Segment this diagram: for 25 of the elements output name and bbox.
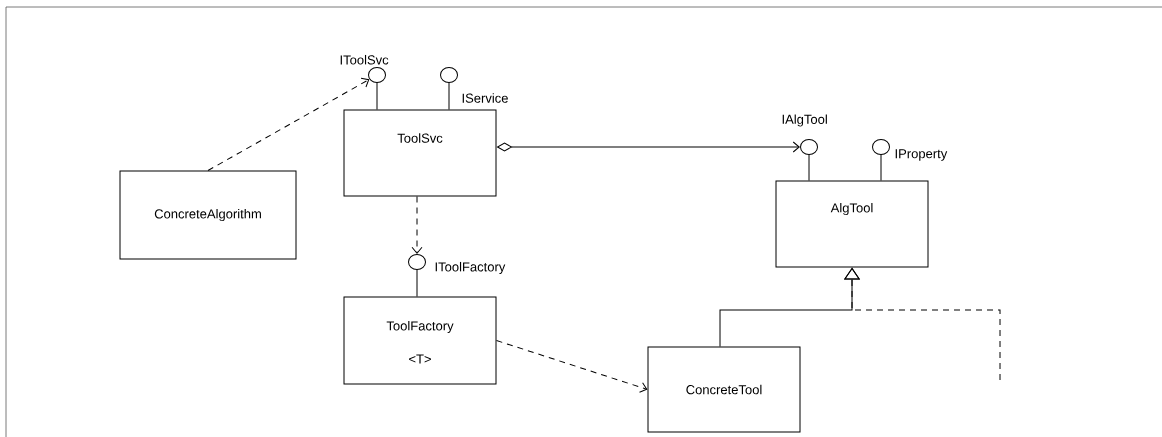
interface-lollipop <box>872 139 890 155</box>
dependency-arrow <box>496 340 648 393</box>
generalization-arrow <box>844 267 1001 381</box>
interface-label: IToolSvc <box>340 54 389 65</box>
interface-lollipop <box>408 254 426 270</box>
dependency-arrow <box>411 196 423 254</box>
interface-label: IToolFactory <box>435 261 506 275</box>
class-box: AlgTool <box>775 180 929 268</box>
interface-label: IAlgTool <box>782 114 827 127</box>
class-box: ConcreteTool <box>647 346 801 433</box>
interface-lollipop <box>440 67 458 83</box>
interface-label: IService <box>462 93 508 103</box>
interface-label: IProperty <box>895 149 948 161</box>
interface-stick <box>880 154 882 181</box>
aggregation-arrow <box>497 141 800 153</box>
interface-stick <box>448 82 450 110</box>
interface-lollipop <box>368 67 386 83</box>
dependency-arrow <box>207 77 370 171</box>
interface-lollipop <box>800 139 818 155</box>
class-box: ConcreteAlgorithm <box>119 170 297 260</box>
interface-stick <box>808 154 810 181</box>
class-box: ToolFactory <T> <box>343 296 497 385</box>
interface-stick <box>416 269 418 297</box>
interface-stick <box>376 82 378 110</box>
class-box: ToolSvc <box>343 109 497 197</box>
